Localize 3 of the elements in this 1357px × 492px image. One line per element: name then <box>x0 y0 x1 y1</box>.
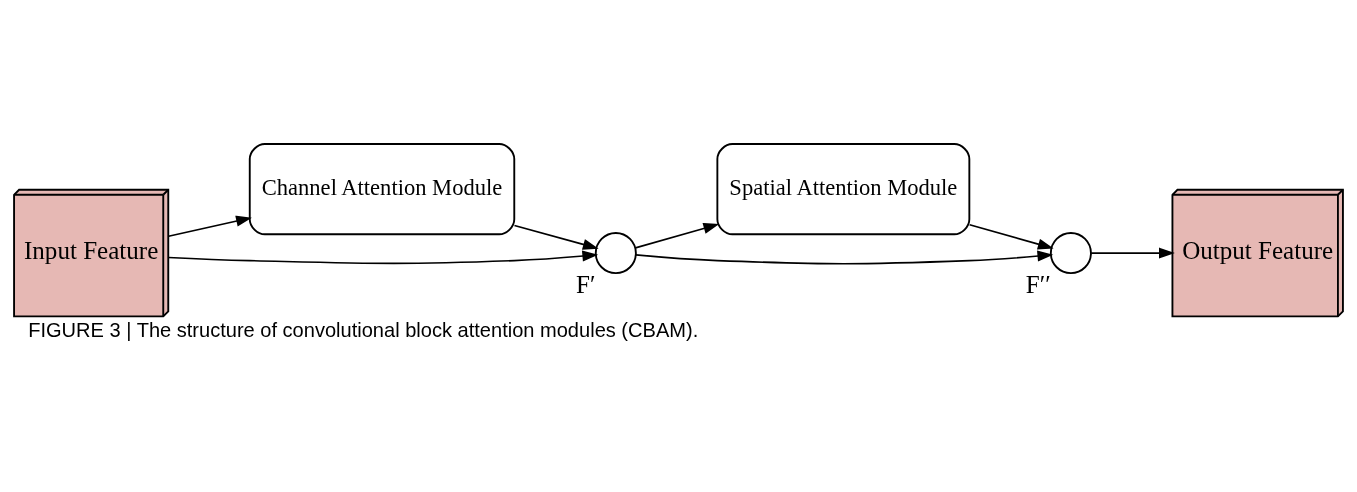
node-label: F′ <box>576 270 596 298</box>
caption: FIGURE 3 | The structure of convolutional block attention modules (CBAM). <box>28 318 699 341</box>
node-label: F′′ <box>1025 270 1051 298</box>
